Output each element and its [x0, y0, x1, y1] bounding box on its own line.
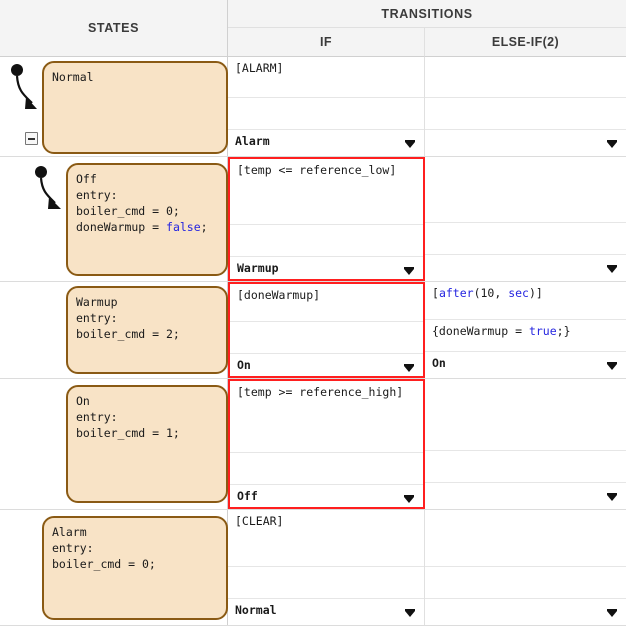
dropdown-caret-icon[interactable] [405, 139, 415, 148]
transition-action[interactable] [425, 450, 626, 482]
dropdown-caret-icon[interactable] [405, 608, 415, 617]
transition-condition[interactable] [425, 57, 626, 97]
transition-condition[interactable]: [temp >= reference_high] [237, 385, 404, 399]
transition-condition[interactable] [425, 379, 626, 450]
transition-destination[interactable]: Normal [228, 598, 424, 626]
transition-cell-if-normal[interactable]: [ALARM] Alarm [228, 57, 425, 156]
transition-action[interactable] [230, 452, 423, 484]
transition-cell-if-on[interactable]: [temp >= reference_high] Off [228, 379, 425, 509]
transition-destination[interactable]: Off [230, 484, 423, 512]
transition-destination[interactable]: On [230, 353, 423, 381]
column-header-transitions-label: TRANSITIONS [381, 6, 473, 21]
transition-condition[interactable]: [doneWarmup] [237, 288, 321, 302]
transition-action[interactable]: {doneWarmup = true;} [425, 319, 626, 351]
transition-condition[interactable]: [CLEAR] [235, 514, 284, 528]
column-header-states[interactable]: STATES [0, 0, 228, 57]
transition-destination[interactable]: On [425, 351, 626, 379]
transition-condition[interactable] [425, 157, 626, 222]
dropdown-caret-icon[interactable] [607, 492, 617, 501]
state-box-normal[interactable]: Normal [42, 61, 228, 154]
transition-destination[interactable]: Warmup [230, 256, 423, 284]
transition-destination[interactable] [425, 598, 626, 626]
transition-cell-elseif-alarm[interactable] [425, 510, 626, 625]
dropdown-caret-icon[interactable] [607, 139, 617, 148]
transition-cell-elseif-normal[interactable] [425, 57, 626, 156]
transition-action[interactable] [228, 97, 424, 129]
dropdown-caret-icon[interactable] [404, 494, 414, 503]
transition-cell-if-alarm[interactable]: [CLEAR] Normal [228, 510, 425, 625]
states-cell-normal[interactable]: Normal [0, 57, 228, 156]
transition-cell-elseif-warmup[interactable]: [after(10, sec)] {doneWarmup = true;}On [425, 282, 626, 378]
column-header-elseif-label: ELSE-IF(2) [491, 35, 560, 49]
dropdown-caret-icon[interactable] [404, 363, 414, 372]
column-header-if-label: IF [320, 35, 332, 49]
transition-action[interactable] [425, 222, 626, 254]
table-row[interactable]: Normal [ALARM] Alarm [0, 57, 626, 157]
transition-action[interactable] [230, 321, 423, 353]
transition-destination[interactable]: Alarm [228, 129, 424, 157]
dropdown-caret-icon[interactable] [404, 266, 414, 275]
transition-cell-elseif-on[interactable] [425, 379, 626, 509]
transition-condition[interactable]: [after(10, sec)] [432, 286, 543, 300]
transition-cell-if-off[interactable]: [temp <= reference_low] Warmup [228, 157, 425, 281]
column-header-states-label: STATES [87, 21, 140, 35]
transition-cell-elseif-off[interactable] [425, 157, 626, 281]
default-transition-arrow-icon [10, 63, 44, 120]
transition-cell-if-warmup[interactable]: [doneWarmup] On [228, 282, 425, 378]
transition-destination[interactable] [425, 129, 626, 157]
default-transition-arrow-icon [34, 165, 68, 222]
transition-action[interactable] [425, 566, 626, 598]
transition-action[interactable] [230, 224, 423, 256]
minus-square-icon[interactable] [25, 132, 38, 145]
transition-action[interactable] [425, 97, 626, 129]
column-header-elseif[interactable]: ELSE-IF(2) [425, 28, 626, 57]
transition-action[interactable] [228, 566, 424, 598]
transition-condition[interactable]: [temp <= reference_low] [237, 163, 397, 177]
dropdown-caret-icon[interactable] [607, 608, 617, 617]
column-header-transitions[interactable]: TRANSITIONS [228, 0, 626, 28]
dropdown-caret-icon[interactable] [607, 264, 617, 273]
transition-condition[interactable] [425, 510, 626, 566]
transition-destination[interactable] [425, 254, 626, 282]
transition-condition[interactable]: [ALARM] [235, 61, 284, 75]
column-header-if[interactable]: IF [228, 28, 425, 57]
dropdown-caret-icon[interactable] [607, 361, 617, 370]
transition-destination[interactable] [425, 482, 626, 510]
